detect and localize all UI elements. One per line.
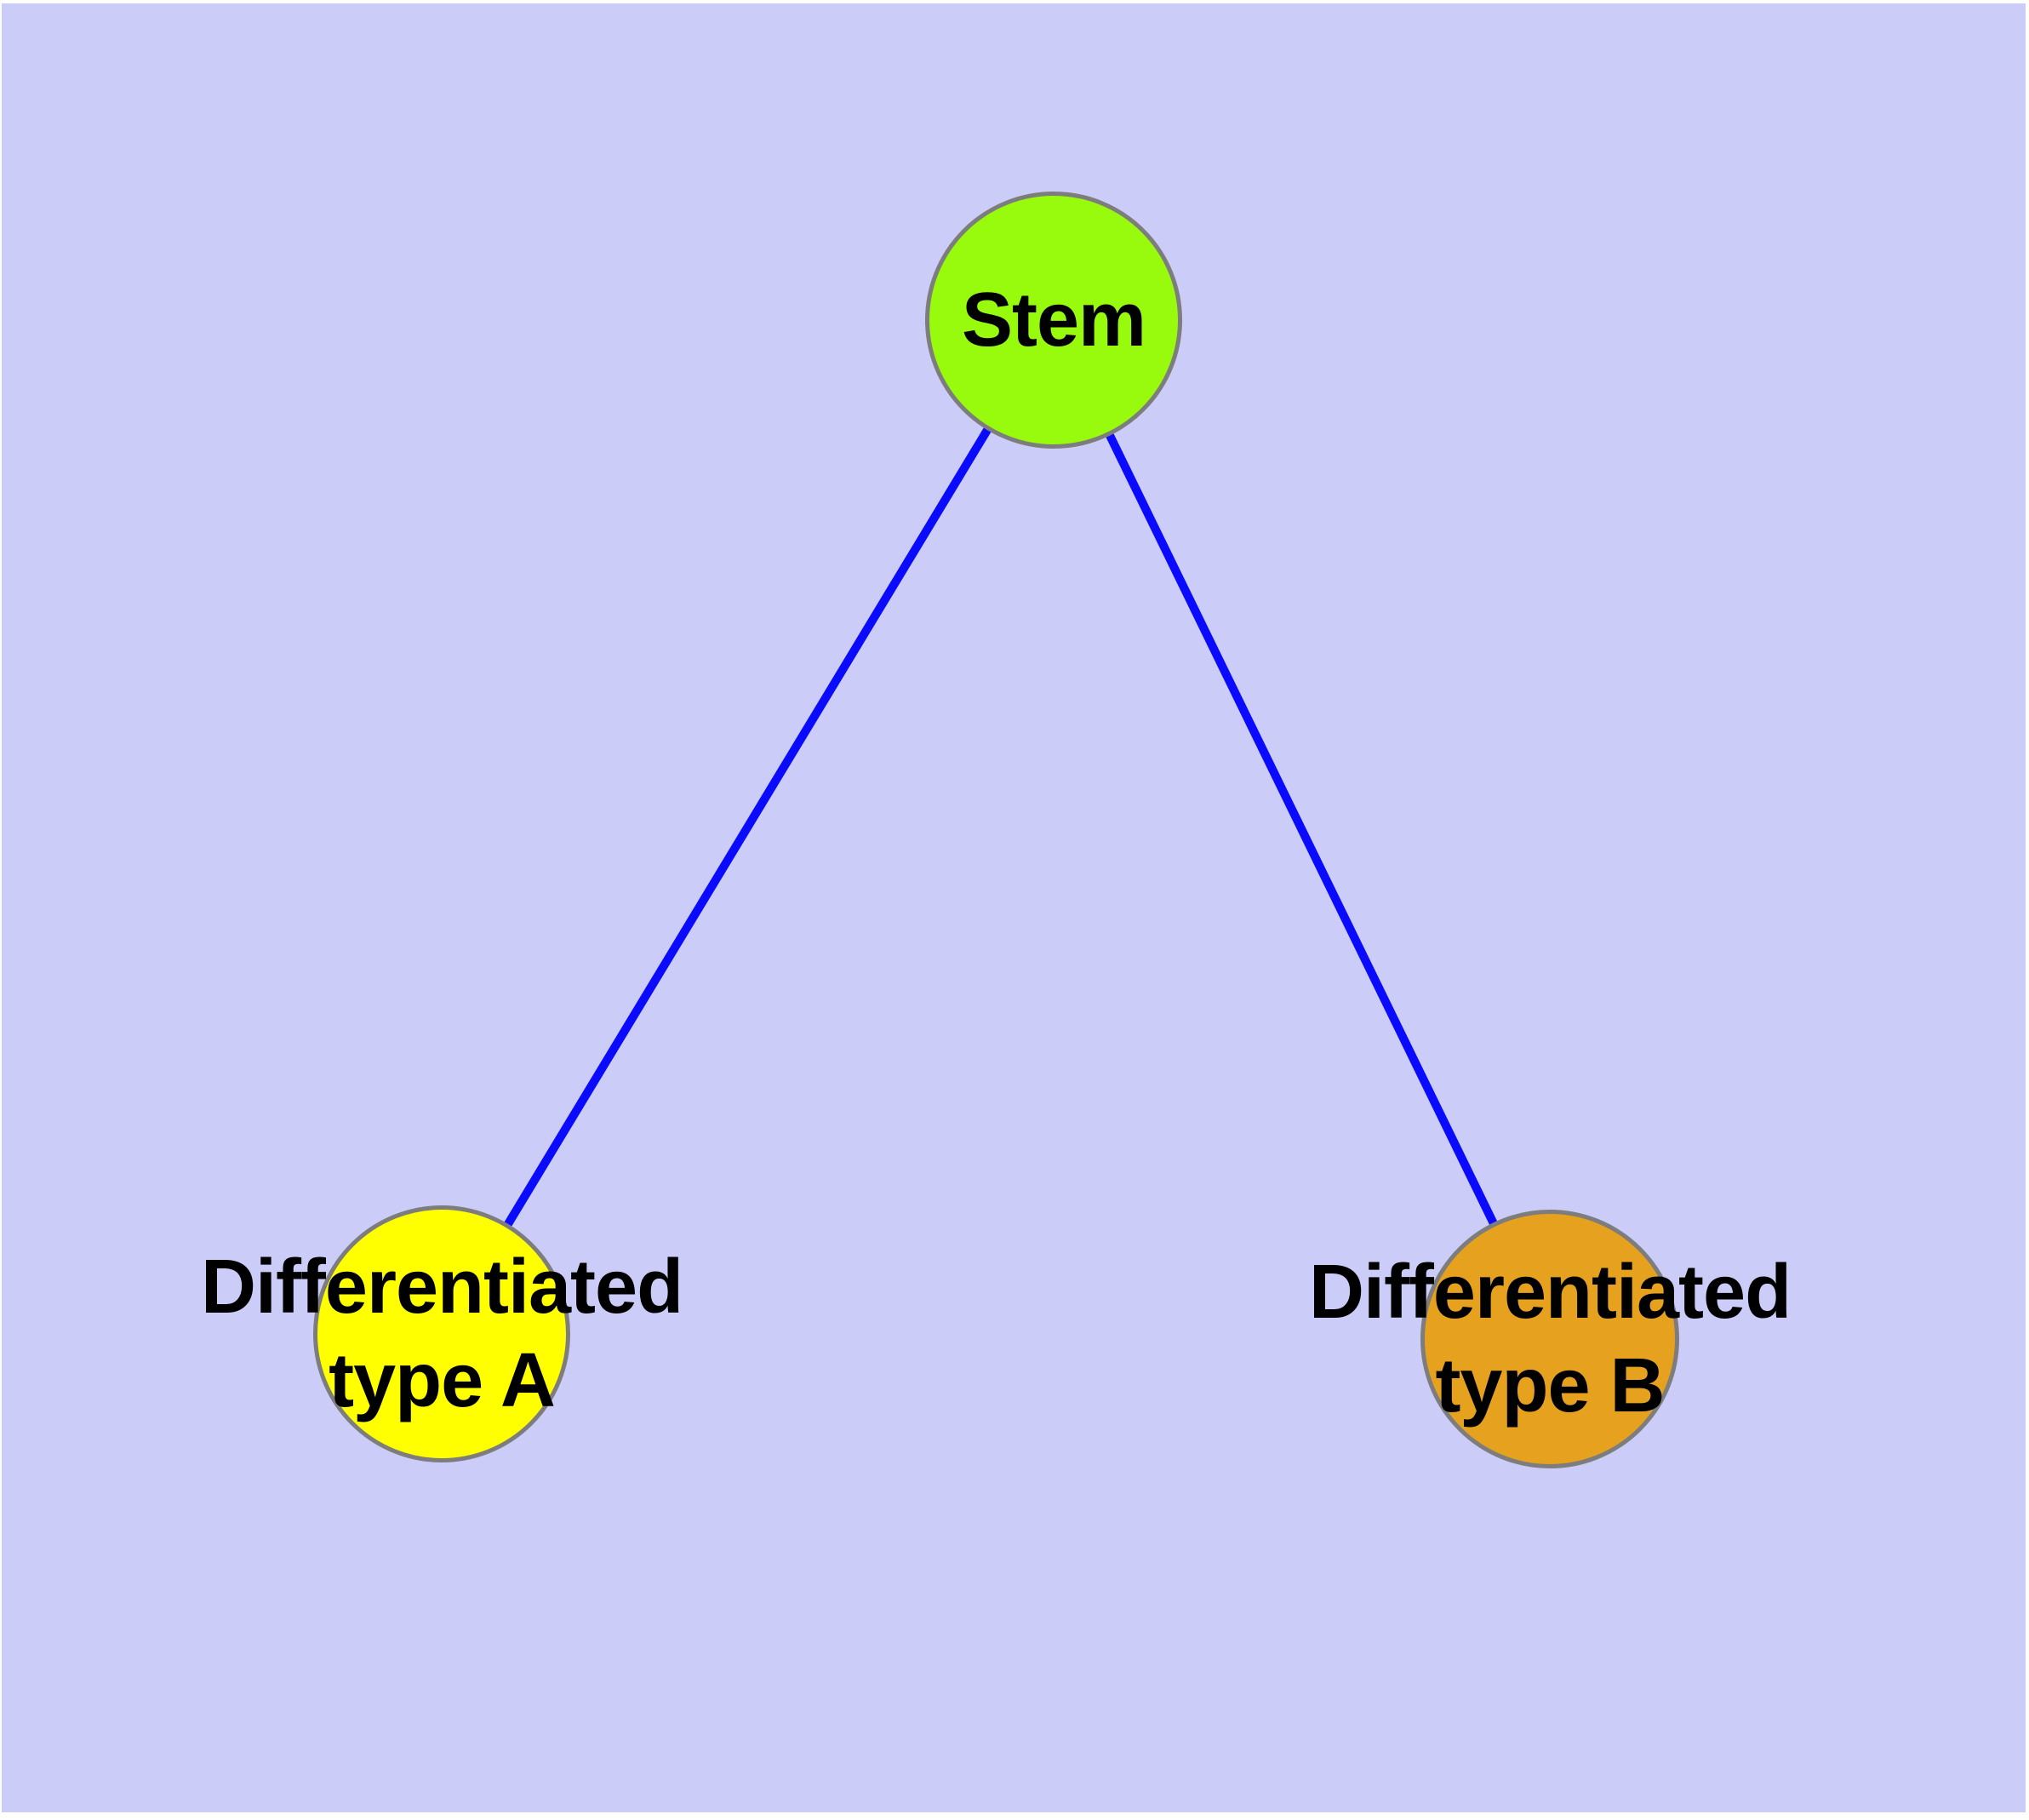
edge-stem-to-typeB xyxy=(1049,318,1554,1342)
node-differentiated-type-a-label: Differentiated type A xyxy=(200,1245,683,1423)
node-differentiated-type-a-circle xyxy=(313,1205,570,1462)
edge-stem-to-typeA xyxy=(437,318,1058,1336)
node-differentiated-type-b-circle xyxy=(1420,1210,1679,1468)
node-stem-label: Stem xyxy=(961,278,1146,363)
node-stem-circle xyxy=(925,192,1182,449)
edge-layer xyxy=(437,318,1554,1342)
node-differentiated-type-b-label: Differentiated type B xyxy=(1308,1250,1792,1428)
diagram-canvas: Stem Differentiated type A Differentiate… xyxy=(2,3,2026,1812)
